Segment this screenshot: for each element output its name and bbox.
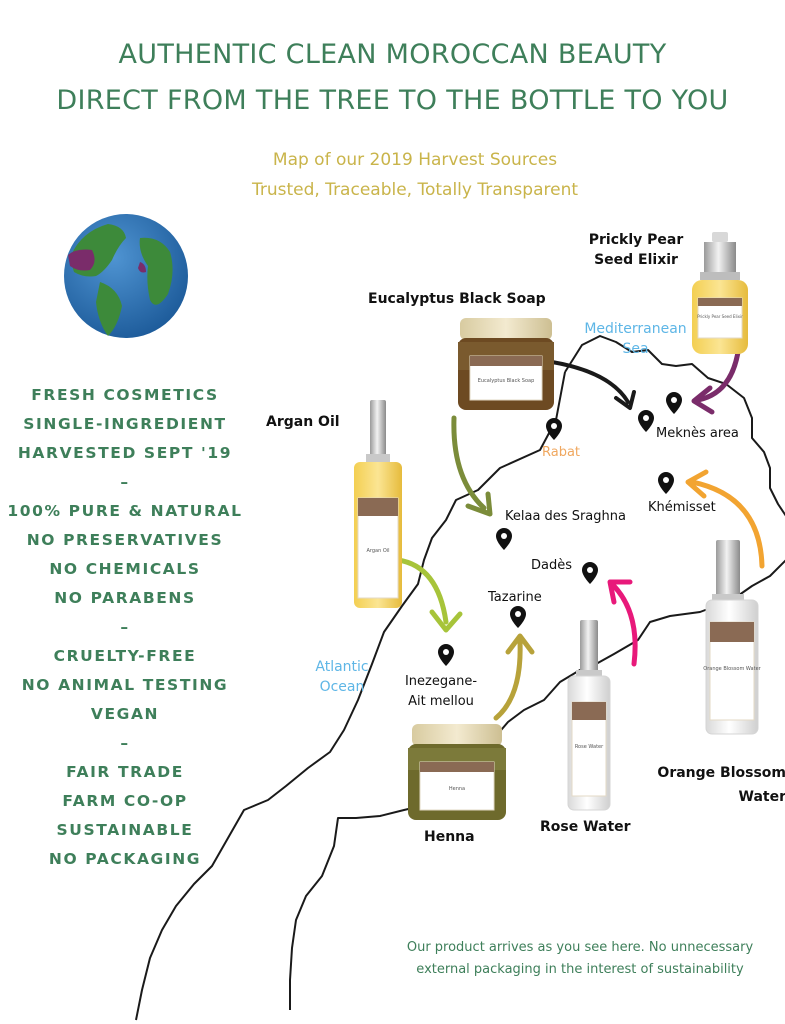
- product-label-argan-oil: Argan Oil: [266, 414, 340, 430]
- place-khemisset: Khémisset: [648, 500, 716, 515]
- pin-icon: [582, 562, 598, 584]
- location-pins: [438, 392, 682, 666]
- feature-item: FARM CO-OP: [62, 792, 188, 810]
- eucalyptus-soap-jar-image: Eucalyptus Black Soap: [458, 318, 554, 410]
- feature-item: NO PARABENS: [54, 589, 196, 607]
- place-kelaa: Kelaa des Sraghna: [505, 509, 626, 524]
- henna-jar-image: Henna: [408, 724, 506, 820]
- feature-list: FRESH COSMETICS SINGLE-INGREDIENT HARVESTE…: [0, 381, 250, 874]
- rose-water-bottle-image: Rose Water: [567, 620, 611, 811]
- place-tazarine: Tazarine: [488, 590, 542, 605]
- label-atlantic-ocean: Atlantic Ocean: [315, 659, 369, 695]
- pin-icon: [510, 606, 526, 628]
- globe-icon: [64, 214, 188, 338]
- feature-item: –: [120, 473, 130, 491]
- orange-label-text: Orange Blossom Water: [703, 666, 761, 672]
- argan-oil-bottle-image: Argan Oil: [354, 400, 402, 608]
- pin-icon: [666, 392, 682, 414]
- eucalyptus-label-text: Eucalyptus Black Soap: [478, 378, 535, 384]
- product-label-prickly-pear: Prickly Pear Seed Elixir: [588, 232, 684, 268]
- feature-item: CRUELTY-FREE: [53, 647, 197, 665]
- footer-line-1: Our product arrives as you see here. No …: [406, 940, 754, 955]
- pin-icon: [496, 528, 512, 550]
- product-label-henna: Henna: [424, 829, 475, 845]
- prickly-label-text: Prickly Pear Seed Elixir: [697, 314, 743, 319]
- feature-item: SINGLE-INGREDIENT: [23, 415, 227, 433]
- subtitle-line-1: Map of our 2019 Harvest Sources: [272, 150, 558, 170]
- feature-item: –: [120, 734, 130, 752]
- feature-item: SUSTAINABLE: [56, 821, 194, 839]
- product-label-eucalyptus: Eucalyptus Black Soap: [368, 291, 546, 307]
- product-label-orange-blossom: Orange Blossom Water: [657, 765, 785, 805]
- pin-icon: [438, 644, 454, 666]
- orange-blossom-bottle-image: Orange Blossom Water: [703, 540, 762, 735]
- feature-item: FRESH COSMETICS: [31, 386, 219, 404]
- feature-item: –: [120, 618, 130, 636]
- title-line-1: AUTHENTIC CLEAN MOROCCAN BEAUTY: [118, 39, 667, 70]
- feature-item: VEGAN: [90, 705, 160, 723]
- title-line-2: DIRECT FROM THE TREE TO THE BOTTLE TO YO…: [56, 85, 729, 116]
- label-mediterranean-sea: Mediterranean Sea: [584, 321, 687, 357]
- feature-item: FAIR TRADE: [66, 763, 184, 781]
- argan-label-text: Argan Oil: [366, 548, 389, 554]
- feature-item: NO PRESERVATIVES: [26, 531, 224, 549]
- place-inezegane: Inezegane- Ait mellou: [404, 674, 478, 709]
- feature-item: NO CHEMICALS: [49, 560, 201, 578]
- subtitle-line-2: Trusted, Traceable, Totally Transparent: [251, 180, 579, 200]
- henna-label-text: Henna: [449, 786, 465, 792]
- product-label-rose-water: Rose Water: [540, 819, 631, 835]
- feature-item: 100% PURE & NATURAL: [7, 502, 243, 520]
- place-meknes: Meknès area: [656, 426, 739, 441]
- pin-icon: [658, 472, 674, 494]
- place-rabat: Rabat: [542, 445, 581, 460]
- pin-icon: [638, 410, 654, 432]
- footer-line-2: external packaging in the interest of su…: [416, 962, 744, 977]
- prickly-pear-bottle-image: Prickly Pear Seed Elixir: [692, 232, 748, 354]
- pin-icon: [546, 418, 562, 440]
- feature-item: HARVESTED SEPT '19: [17, 444, 233, 462]
- rose-label-text: Rose Water: [575, 744, 604, 750]
- feature-item: NO PACKAGING: [48, 850, 202, 868]
- feature-item: NO ANIMAL TESTING: [21, 676, 229, 694]
- place-dades: Dadès: [531, 558, 572, 573]
